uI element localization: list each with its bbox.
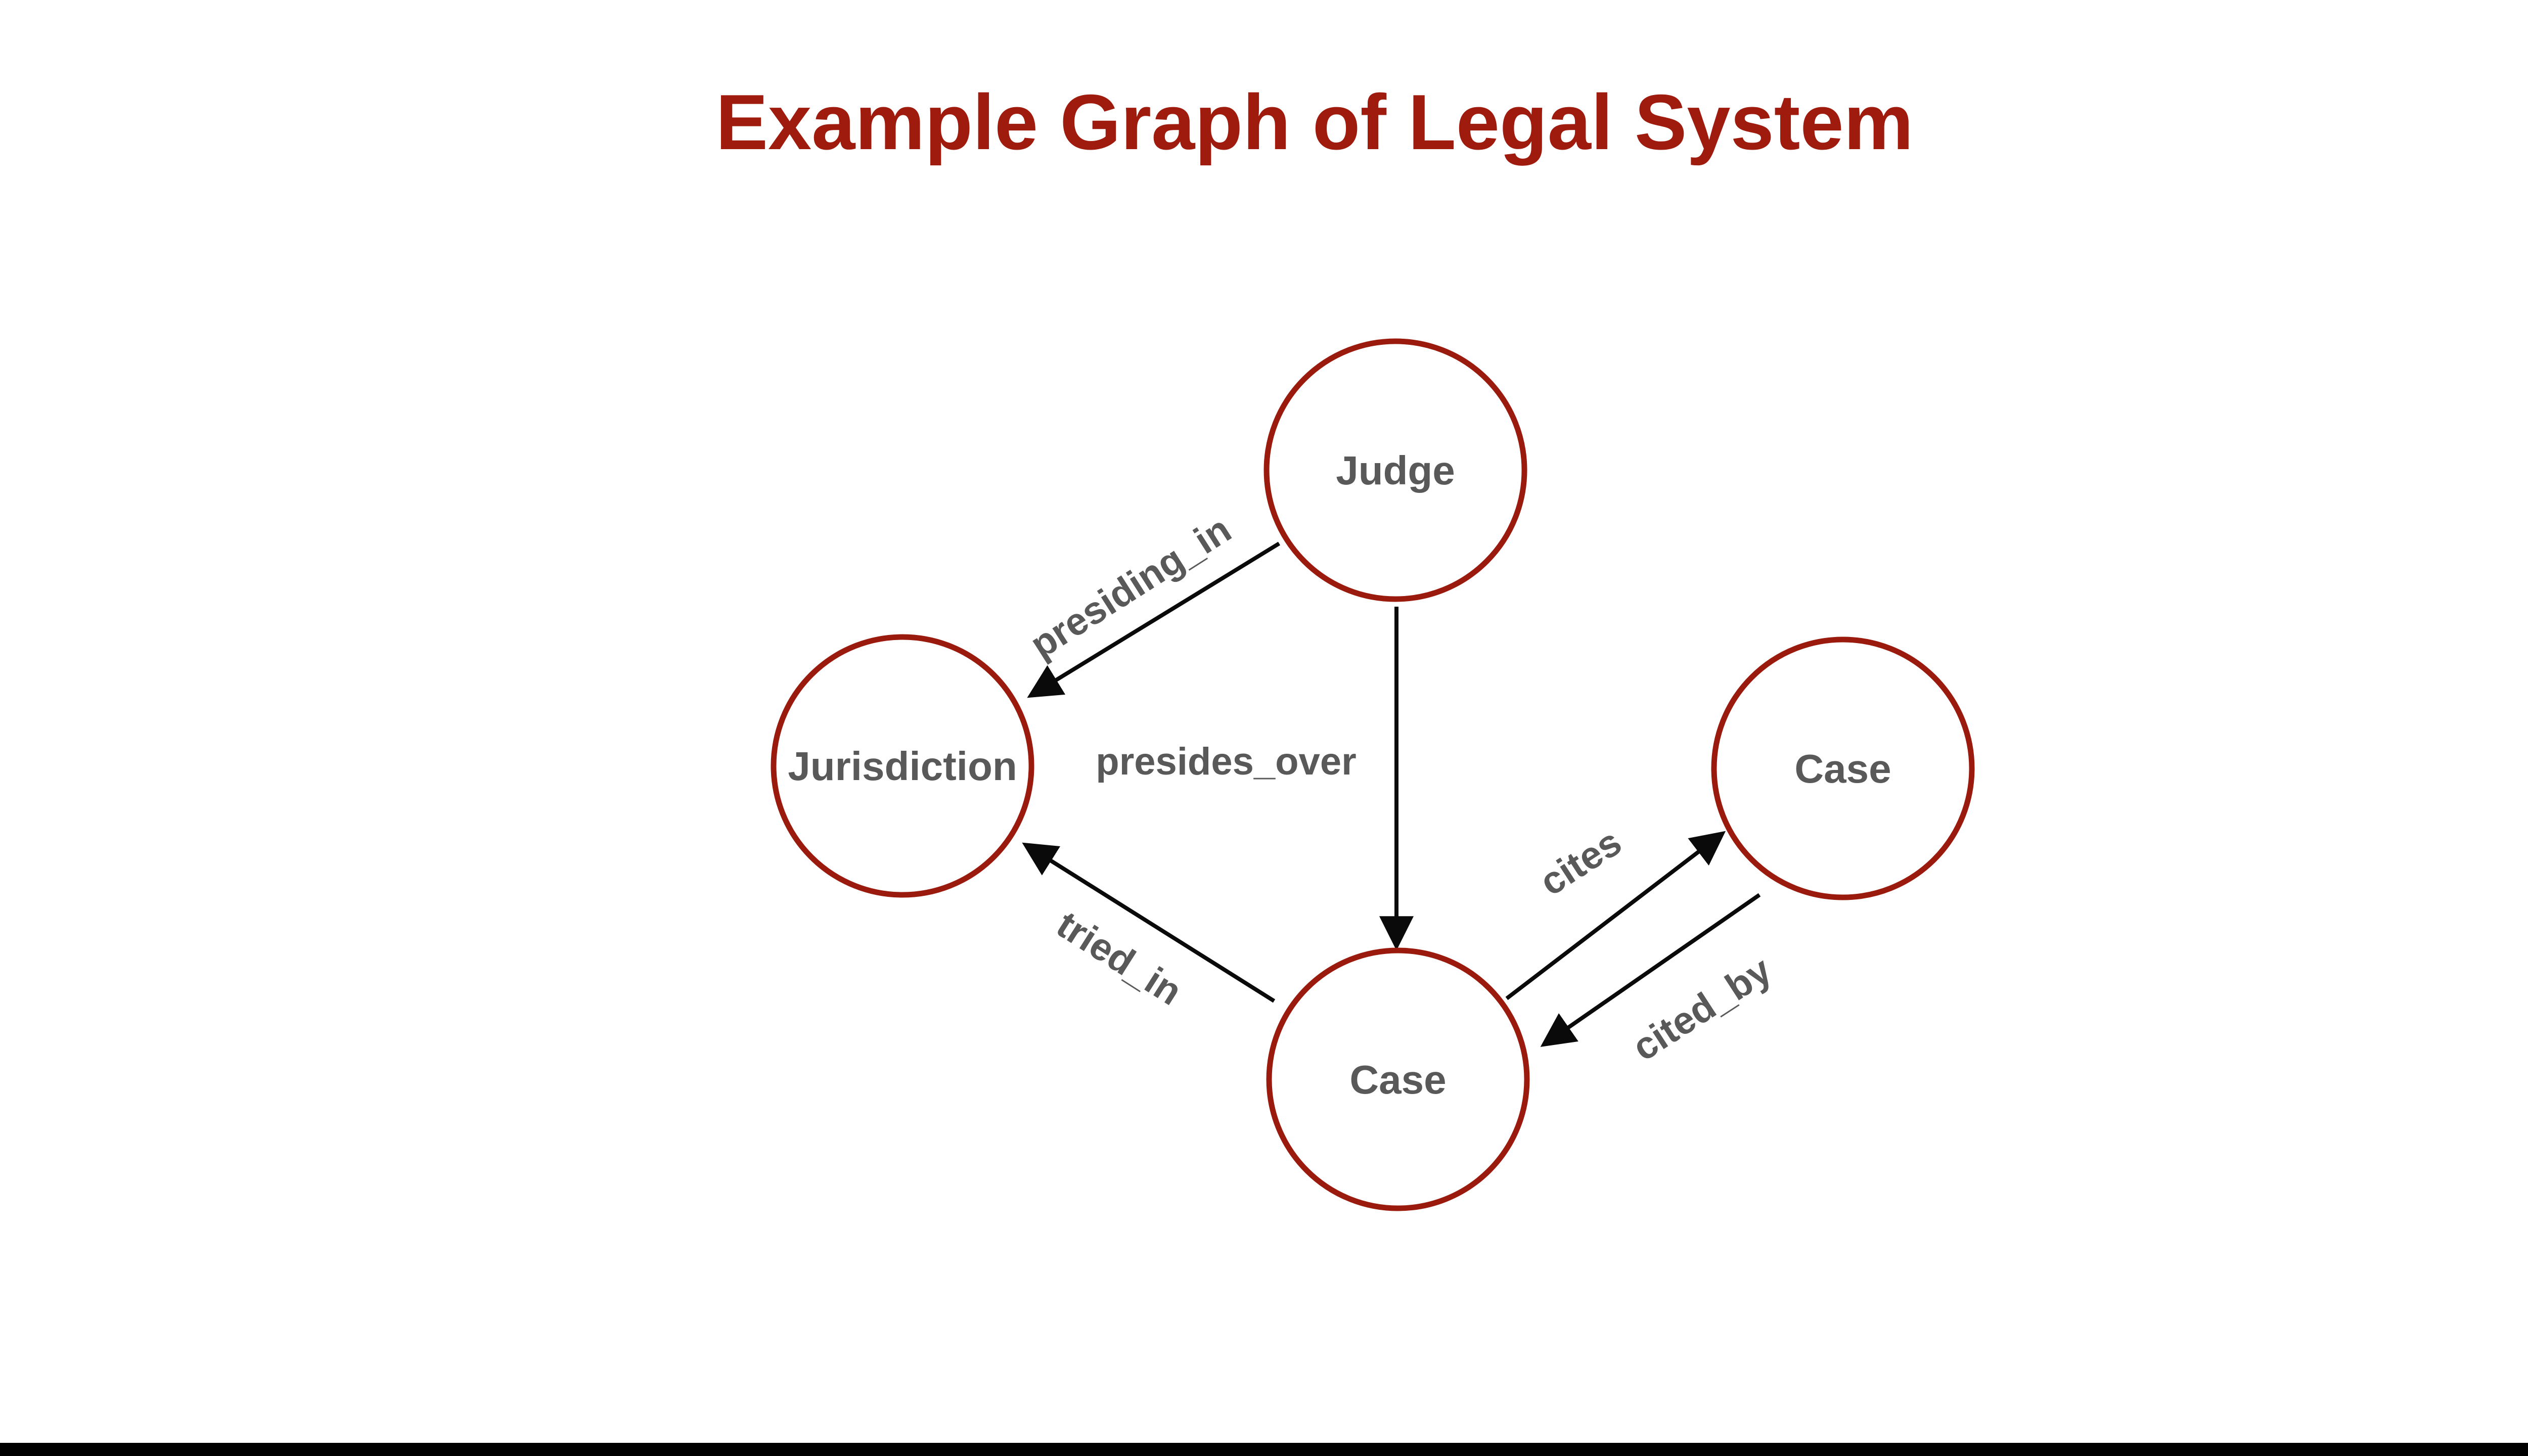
footer-bar [0, 1443, 2528, 1456]
node-case-bottom-circle [1266, 947, 1530, 1211]
node-jurisdiction-circle [771, 634, 1034, 898]
page-title: Example Graph of Legal System [716, 78, 1914, 166]
node-judge-circle [1263, 338, 1527, 602]
node-case-right-label: Case [1794, 746, 1891, 791]
node-judge: Judge [1263, 338, 1527, 602]
node-case-right: Case [1711, 636, 1975, 900]
edge-cited-by-arrow [1540, 893, 1761, 1047]
edges [1022, 541, 1761, 1047]
edge-presiding-in-arrow [1027, 541, 1281, 698]
node-case-right-circle [1711, 636, 1975, 900]
edge-cites-arrow [1505, 831, 1726, 1000]
node-case-bottom-label: Case [1349, 1057, 1446, 1102]
node-jurisdiction: Jurisdiction [771, 634, 1034, 898]
node-judge-label: Judge [1336, 448, 1455, 493]
edge-tried-in-arrow [1022, 842, 1276, 1003]
node-jurisdiction-label: Jurisdiction [788, 744, 1017, 789]
edge-label-presides-over: presides_over [1096, 740, 1356, 783]
node-case-bottom: Case [1266, 947, 1530, 1211]
